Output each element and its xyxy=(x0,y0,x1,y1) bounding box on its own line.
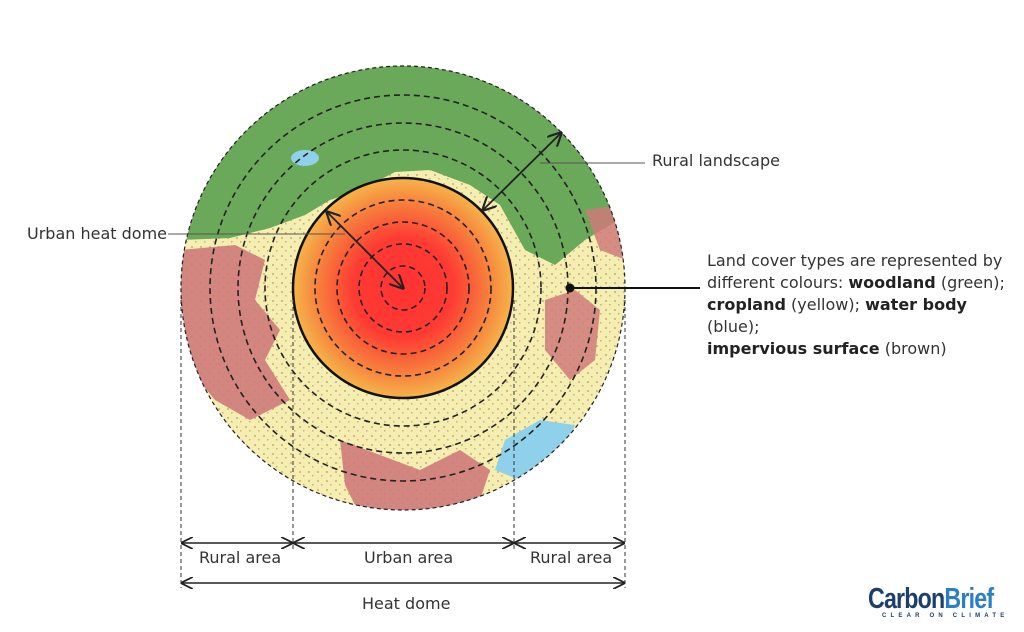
note-text: different colours: xyxy=(707,273,849,292)
logo-tagline: CLEAR ON CLIMATE xyxy=(882,613,1009,619)
water-body xyxy=(291,150,319,166)
urban-heat-dome-label: Urban heat dome xyxy=(27,224,167,243)
note-text: (brown) xyxy=(884,339,947,358)
carbon-brief-logo: CarbonBrief CLEAR ON CLIMATE xyxy=(868,583,1018,620)
land-cover-note: Land cover types are represented by diff… xyxy=(707,250,1024,360)
rural-width-arrow xyxy=(483,133,561,210)
logo-part2: Brief xyxy=(944,583,994,615)
urban-area-label: Urban area xyxy=(364,548,454,567)
impervious-area xyxy=(340,440,490,510)
logo-part1: Carbon xyxy=(868,583,945,615)
cropland-term: cropland xyxy=(707,295,786,314)
woodland-area xyxy=(181,66,625,265)
impervious-area xyxy=(181,245,290,420)
impervious-area xyxy=(545,290,600,380)
note-line-4: impervious surface (brown) xyxy=(707,338,1024,360)
note-text: (green); xyxy=(940,273,1005,292)
note-text: (blue); xyxy=(707,317,760,336)
water-body-term: water body xyxy=(865,295,967,314)
dimension-arrows xyxy=(182,543,624,583)
urban-radius-arrow xyxy=(327,212,403,288)
water-body xyxy=(495,420,575,480)
note-text: (yellow); xyxy=(791,295,860,314)
note-line-1: Land cover types are represented by xyxy=(707,251,1003,270)
impervious-surface-term: impervious surface xyxy=(707,339,880,358)
woodland-term: woodland xyxy=(848,273,936,292)
note-line-2: different colours: woodland (green); xyxy=(707,272,1024,294)
rural-area-left-label: Rural area xyxy=(199,548,282,567)
note-line-3: cropland (yellow); water body (blue); xyxy=(707,294,1024,338)
heat-dome-label: Heat dome xyxy=(362,594,451,613)
rural-area-right-label: Rural area xyxy=(530,548,613,567)
rural-landscape-label: Rural landscape xyxy=(652,151,780,170)
